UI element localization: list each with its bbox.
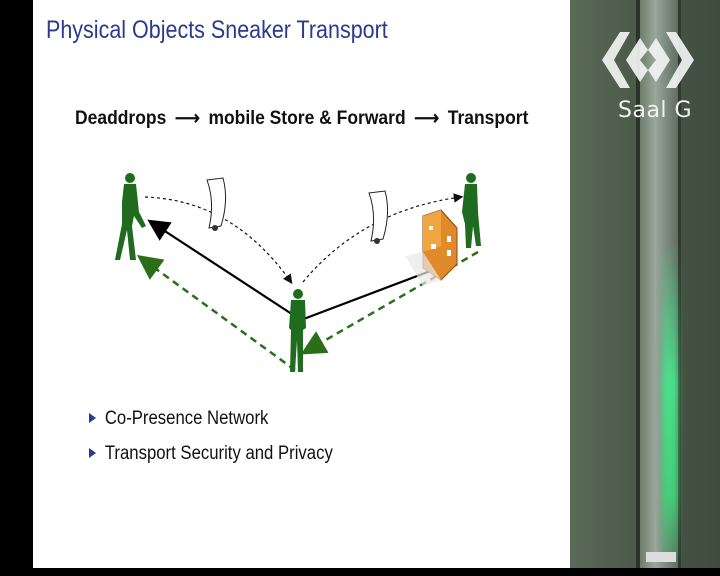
headline-deaddrops: Deaddrops	[75, 108, 167, 129]
walking-person-icon	[115, 173, 146, 260]
pillar-edge	[678, 0, 681, 568]
building-icon	[405, 209, 458, 286]
sneaker-transport-diagram	[115, 173, 481, 372]
venue-room-label: Saal G	[618, 98, 693, 123]
bottom-black-border	[0, 568, 720, 576]
bullet-item: Co-Presence Network	[89, 408, 268, 430]
pillar-glow	[662, 240, 678, 560]
headline-arrow-1: ⟶	[174, 108, 200, 129]
dotted-curve-center-to-right	[302, 193, 464, 283]
paper-note-icon	[368, 190, 389, 244]
bullet-text: Co-Presence Network	[104, 408, 269, 429]
solid-arrow-to-left-person	[147, 219, 302, 321]
slide-title: Physical Objects Sneaker Transport	[46, 16, 388, 44]
solid-line-to-building	[300, 268, 434, 322]
venue-side-panel: Saal G	[570, 0, 720, 568]
headline-transport: Transport	[447, 108, 529, 129]
walking-person-icon	[462, 173, 481, 248]
bullet-text: Transport Security and Privacy	[104, 443, 333, 464]
bullet-item: Transport Security and Privacy	[89, 443, 333, 465]
bullet-marker	[89, 412, 97, 423]
green-dashed-arrow-to-center-person	[300, 250, 479, 355]
slide-headline: Deaddrops ⟶ mobile Store & Forward ⟶ Tra…	[75, 107, 532, 130]
headline-store-forward: mobile Store & Forward	[208, 108, 406, 129]
pillar-sign	[646, 552, 676, 562]
venue-logo-icon	[602, 32, 694, 88]
presentation-slide: Physical Objects Sneaker Transport Deadd…	[33, 0, 570, 568]
bullet-marker	[89, 447, 97, 458]
dotted-curve-left-to-center	[144, 196, 293, 284]
green-dashed-arrow-to-left-person	[136, 255, 296, 372]
left-black-border	[0, 0, 33, 576]
pillar-edge	[636, 0, 640, 568]
paper-note-icon	[206, 177, 227, 231]
headline-arrow-2: ⟶	[414, 108, 440, 129]
standing-person-icon	[289, 289, 306, 372]
